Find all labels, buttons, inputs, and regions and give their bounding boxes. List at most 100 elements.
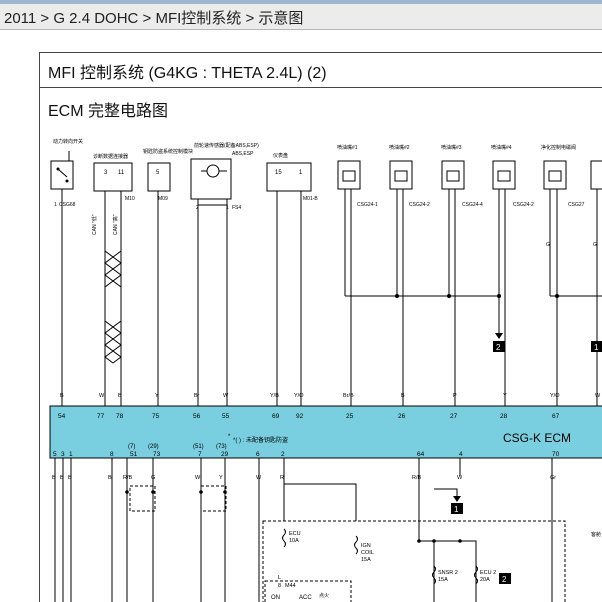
title-divider bbox=[40, 87, 602, 88]
ecm-label: CSG-K ECM bbox=[503, 431, 571, 445]
svg-text:15A: 15A bbox=[438, 577, 448, 583]
svg-text:R: R bbox=[280, 475, 284, 481]
svg-text:26: 26 bbox=[398, 413, 406, 420]
svg-text:B: B bbox=[60, 393, 64, 399]
connector-csg24-1: CSG24-1 bbox=[357, 202, 378, 208]
injector-1-label: 喷油嘴#1 bbox=[337, 144, 358, 151]
svg-text:28: 28 bbox=[500, 413, 508, 420]
label-l: L bbox=[278, 575, 281, 581]
svg-text:7: 7 bbox=[198, 451, 202, 458]
svg-text:Br/B: Br/B bbox=[343, 393, 354, 399]
injector-4: 喷油嘴#4 bbox=[491, 144, 516, 190]
power-steering-switch-label: 动力转向开关 bbox=[53, 138, 83, 145]
document-subtitle: ECM 完整电路图 bbox=[48, 103, 169, 120]
svg-text:70: 70 bbox=[552, 451, 560, 458]
asterisk-mark: * bbox=[228, 434, 231, 440]
top-wire-color-labels: B W B Y Br W Y/B Y/O Br/B B P Y Y/O W bbox=[60, 393, 601, 399]
ecm-top-pins: 54 77 78 75 56 55 69 92 25 26 27 28 67 bbox=[58, 413, 560, 420]
breadcrumb[interactable]: 2011 > G 2.4 DOHC > MFI控制系统 > 示意图 bbox=[4, 10, 304, 27]
wire-g2-label: G bbox=[593, 242, 597, 248]
svg-text:1: 1 bbox=[454, 505, 459, 514]
immobilizer-module: 钥匙防盗系统控制模块 5 bbox=[143, 148, 193, 192]
diag-pin-b: 11 bbox=[118, 170, 125, 176]
can-high-label: CAN "高" bbox=[112, 214, 119, 235]
connector-m01b: M01-B bbox=[303, 196, 318, 202]
svg-text:(29): (29) bbox=[148, 444, 159, 450]
wire-g-label: G bbox=[546, 242, 550, 248]
svg-text:(7): (7) bbox=[128, 444, 135, 450]
fuse-ign-coil: IGN COIL 15A bbox=[354, 535, 374, 563]
diag-pin-a: 3 bbox=[104, 170, 108, 176]
marker-1-top: 1 bbox=[591, 341, 602, 352]
svg-text:P: P bbox=[453, 393, 457, 399]
svg-text:10A: 10A bbox=[289, 538, 299, 544]
svg-text:B: B bbox=[52, 475, 56, 481]
svg-text:B: B bbox=[108, 475, 112, 481]
bottom-wire-color-labels: B B B B R/B G W Y W R R/B W Gr bbox=[52, 475, 556, 481]
svg-text:Y: Y bbox=[155, 393, 159, 399]
switch-ig: 点火 bbox=[319, 593, 329, 599]
svg-text:ECU: ECU bbox=[289, 531, 301, 537]
svg-text:Y: Y bbox=[503, 393, 507, 399]
top-accent-strip bbox=[0, 0, 602, 4]
svg-text:B: B bbox=[68, 475, 72, 481]
svg-text:B: B bbox=[118, 393, 122, 399]
svg-text:4: 4 bbox=[459, 451, 463, 458]
svg-text:1: 1 bbox=[594, 343, 599, 352]
cabin-label: 客舱 bbox=[591, 531, 601, 538]
injector-3: 喷油嘴#3 bbox=[441, 144, 465, 190]
injector-4-label: 喷油嘴#4 bbox=[491, 144, 512, 151]
connector-fs4: FS4 bbox=[232, 205, 241, 211]
connector-m10: M10 bbox=[125, 196, 135, 202]
svg-text:20A: 20A bbox=[480, 577, 490, 583]
svg-text:69: 69 bbox=[272, 413, 280, 420]
circuit-diagram: 动力转向开关 1 CSG68 诊断数据连接器 3 11 M10 钥匙防盗系统控制… bbox=[49, 138, 602, 602]
svg-text:2: 2 bbox=[281, 451, 285, 458]
lower-wiring bbox=[54, 458, 553, 602]
immobilizer-label: 钥匙防盗系统控制模块 bbox=[143, 148, 193, 155]
inst-pin-b: 1 bbox=[299, 170, 303, 176]
connector-m09: M09 bbox=[158, 196, 168, 202]
svg-text:COIL: COIL bbox=[361, 550, 374, 556]
purge-label: 净化控制电磁阀 bbox=[541, 144, 576, 151]
svg-text:W: W bbox=[223, 393, 229, 399]
svg-text:R/B: R/B bbox=[123, 475, 133, 481]
label-8: 8 bbox=[278, 583, 281, 589]
svg-text:92: 92 bbox=[296, 413, 304, 420]
wheel-speed-sensor: 前轮速传感器(配备ABS,ESP) ABS,ESP bbox=[190, 142, 259, 200]
svg-text:R/B: R/B bbox=[412, 475, 422, 481]
junction-dots bbox=[395, 294, 559, 298]
svg-text:Y/B: Y/B bbox=[270, 393, 279, 399]
svg-text:Gr: Gr bbox=[550, 475, 556, 481]
diagnostic-connector: 诊断数据连接器 3 11 bbox=[93, 153, 133, 192]
fuse-ecu1: ECU 10A bbox=[282, 528, 301, 548]
instrument-cluster: 仪表盘 15 1 bbox=[266, 152, 312, 192]
svg-text:(51): (51) bbox=[193, 444, 204, 450]
svg-text:3: 3 bbox=[61, 451, 65, 458]
immo-pin: 5 bbox=[156, 170, 160, 176]
ecm-bottom-pins: 5 3 1 8 51 73 7 29 6 2 64 4 70 bbox=[53, 451, 560, 458]
svg-text:2: 2 bbox=[496, 343, 501, 352]
abs-esp-label: ABS,ESP bbox=[232, 151, 254, 157]
svg-text:Y/O: Y/O bbox=[294, 393, 304, 399]
instrument-label: 仪表盘 bbox=[273, 152, 288, 159]
svg-text:SNSR 2: SNSR 2 bbox=[438, 570, 458, 576]
svg-text:2: 2 bbox=[502, 575, 507, 584]
svg-text:75: 75 bbox=[152, 413, 160, 420]
connector-m44: M44 bbox=[285, 583, 296, 589]
svg-text:67: 67 bbox=[552, 413, 560, 420]
diagnostic-connector-label: 诊断数据连接器 bbox=[93, 153, 128, 160]
connector-csg24-2: CSG24-2 bbox=[409, 202, 430, 208]
injector-2: 喷油嘴#2 bbox=[389, 144, 413, 190]
marker-2-top: 2 bbox=[493, 333, 505, 352]
pin-p1-brake: 1 bbox=[54, 202, 57, 208]
svg-text:B: B bbox=[60, 475, 64, 481]
svg-text:W: W bbox=[99, 393, 105, 399]
svg-text:Y/O: Y/O bbox=[550, 393, 560, 399]
svg-text:IGN: IGN bbox=[361, 543, 371, 549]
injector-1: 喷油嘴#1 bbox=[337, 144, 361, 190]
power-steering-switch: 动力转向开关 bbox=[50, 138, 83, 190]
ecm-bracket-pins: (7) (29) (51) (73) bbox=[128, 444, 227, 450]
switch-acc: ACC bbox=[299, 595, 312, 601]
svg-text:55: 55 bbox=[222, 413, 230, 420]
